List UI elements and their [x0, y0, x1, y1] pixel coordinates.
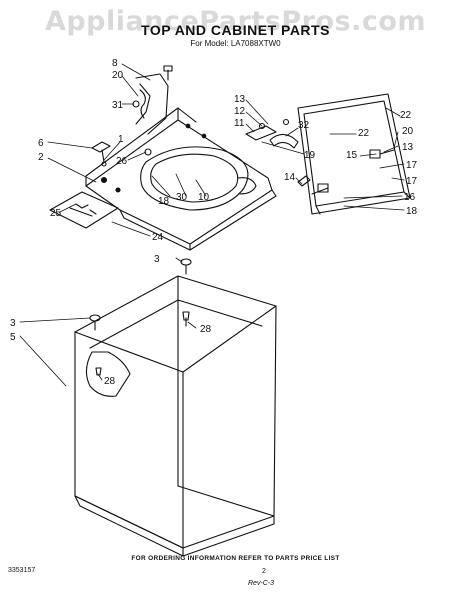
callout-8: 10 — [198, 192, 210, 203]
lid-switch-parts — [245, 118, 311, 187]
callout-2: 2 — [38, 152, 44, 163]
callout-22-inner: 22 — [358, 128, 370, 139]
page-number: 2 — [262, 568, 266, 575]
document-number: 3353157 — [8, 567, 36, 574]
washer-top-panel — [85, 107, 277, 251]
callout-1: 1 — [118, 134, 124, 145]
leader-lines — [19, 63, 405, 387]
washer-cabinet — [74, 275, 277, 557]
callout-3-upper: 3 — [154, 254, 160, 265]
callout-15: 16 — [404, 192, 416, 203]
callout-13-left: 14 — [284, 172, 296, 183]
wire-harness — [132, 65, 173, 135]
callout-24: 24 — [152, 232, 164, 243]
revision-code: Rev-C-3 — [248, 580, 275, 587]
callout-11: 12 — [234, 106, 246, 117]
callout-4: 8 — [112, 58, 118, 69]
callout-25: 25 — [50, 208, 62, 219]
bracket-assembly — [49, 191, 119, 229]
ordering-info-text: FOR ORDERING INFORMATION REFER TO PARTS … — [131, 555, 340, 562]
callout-22-right: 22 — [400, 110, 412, 121]
callout-14: 15 — [346, 150, 358, 161]
model-subtitle: For Model: LA7088XTW0 — [190, 39, 281, 48]
diagram-title: TOP AND CABINET PARTS — [141, 22, 330, 38]
callout-18: 18 — [158, 196, 170, 207]
callout-30: 30 — [176, 192, 188, 203]
callout-12: 13 — [234, 94, 246, 105]
screw-parts — [89, 258, 192, 331]
callout-13-right: 13 — [402, 142, 414, 153]
callout-19: 19 — [304, 150, 316, 161]
callout-28-right: 28 — [200, 324, 212, 335]
callout-26: 26 — [116, 156, 128, 167]
watermark-logo: AppliancePartsPros.com — [44, 6, 427, 37]
hinge-parts — [91, 141, 152, 167]
callout-6: 6 — [38, 138, 44, 149]
callout-31: 31 — [112, 100, 124, 111]
callout-9: 20 — [112, 70, 124, 81]
washer-lid — [297, 93, 411, 215]
callout-3-lower: 3 — [10, 318, 16, 329]
callout-10: 11 — [234, 118, 245, 129]
callout-labels: 8 20 31 6 2 1 26 18 30 10 25 24 13 12 11… — [10, 58, 418, 387]
callout-28-left: 28 — [104, 376, 116, 387]
callout-16: 17 — [406, 160, 418, 171]
callout-32: 32 — [298, 120, 310, 131]
callout-20: 20 — [402, 126, 414, 137]
callout-5: 5 — [10, 332, 16, 343]
callout-17-lower: 18 — [406, 206, 418, 217]
callout-17-upper: 17 — [406, 176, 418, 187]
